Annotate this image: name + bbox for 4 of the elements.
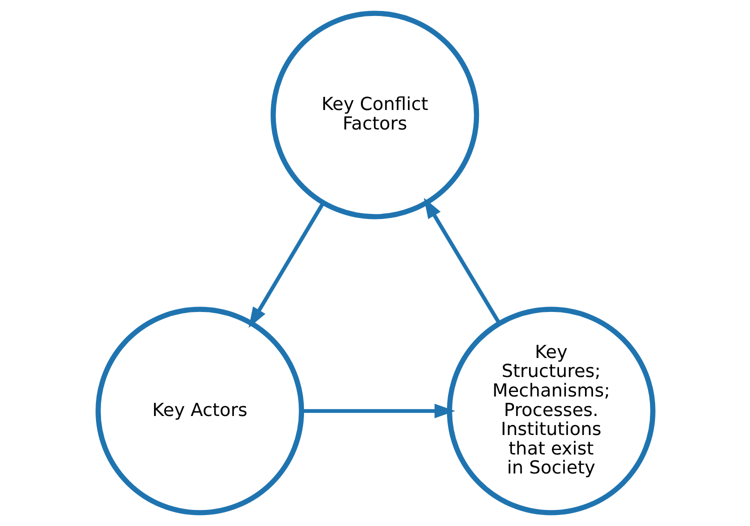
arrow [301, 404, 455, 418]
node-circle: Key Structures; Mechanisms; Processes. Institutions that exist in Society [446, 306, 655, 516]
arrow [248, 202, 324, 328]
arrow [423, 198, 500, 324]
